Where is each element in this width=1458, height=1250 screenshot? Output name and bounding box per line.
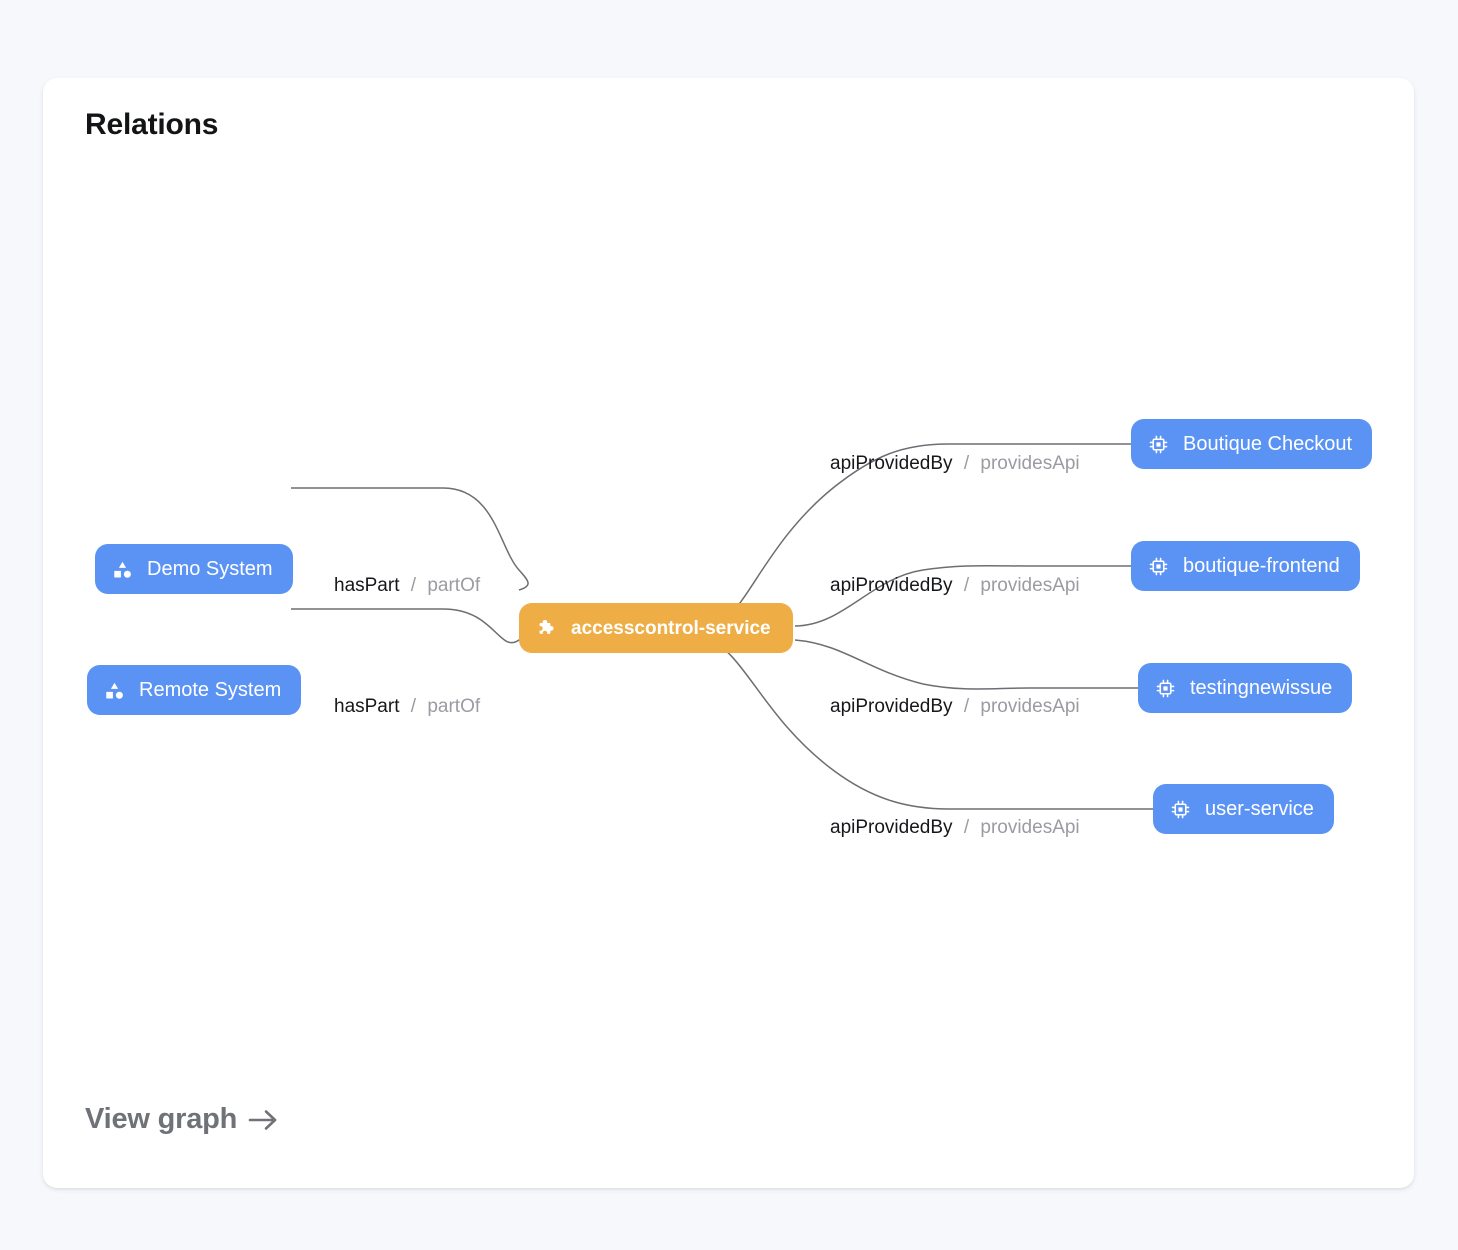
cpu-chip-icon — [1147, 433, 1169, 455]
edge-label-user-service: apiProvidedBy / providesApi — [830, 818, 1080, 837]
arrow-right-icon — [247, 1107, 279, 1133]
edge-separator: / — [963, 453, 970, 474]
edge-forward: apiProvidedBy — [830, 696, 953, 717]
edge-path-demo-system — [291, 487, 529, 591]
shapes-icon — [111, 558, 133, 580]
edge-forward: apiProvidedBy — [830, 817, 953, 838]
edge-separator: / — [410, 696, 417, 717]
edge-label-remote-system: hasPart / partOf — [334, 697, 480, 716]
cpu-chip-icon — [1169, 798, 1191, 820]
relations-graph[interactable]: Demo System Remote System — [43, 78, 1414, 1188]
edge-separator: / — [963, 817, 970, 838]
edge-separator: / — [963, 696, 970, 717]
view-graph-link[interactable]: View graph — [85, 1105, 279, 1134]
graph-node-boutique-checkout[interactable]: Boutique Checkout — [1131, 419, 1373, 469]
relations-card: Relations — [43, 78, 1414, 1188]
graph-node-user-service[interactable]: user-service — [1153, 784, 1334, 834]
edge-path-user-service — [707, 639, 1153, 810]
edge-separator: / — [410, 575, 417, 596]
edge-forward: hasPart — [334, 575, 400, 596]
edge-reverse: partOf — [427, 575, 481, 596]
edge-path-testingnewissue — [794, 639, 1138, 690]
edge-reverse: partOf — [427, 696, 481, 717]
edge-separator: / — [963, 575, 970, 596]
node-label: Boutique Checkout — [1183, 433, 1353, 455]
graph-node-accesscontrol-service[interactable]: accesscontrol-service — [519, 603, 793, 653]
node-label: accesscontrol-service — [571, 617, 771, 639]
view-graph-label: View graph — [85, 1103, 238, 1135]
edge-reverse: providesApi — [980, 817, 1080, 838]
edge-forward: apiProvidedBy — [830, 575, 953, 596]
node-label: Remote System — [139, 679, 282, 701]
edge-forward: hasPart — [334, 696, 400, 717]
cpu-chip-icon — [1147, 555, 1169, 577]
edge-forward: apiProvidedBy — [830, 453, 953, 474]
node-label: boutique-frontend — [1183, 555, 1340, 577]
cpu-chip-icon — [1154, 677, 1176, 699]
page-title: Relations — [85, 108, 219, 141]
node-label: Demo System — [147, 558, 273, 580]
puzzle-piece-icon — [535, 617, 557, 639]
graph-node-demo-system[interactable]: Demo System — [95, 544, 293, 594]
edge-label-boutique-checkout: apiProvidedBy / providesApi — [830, 454, 1080, 473]
edge-reverse: providesApi — [980, 575, 1080, 596]
graph-node-testingnewissue[interactable]: testingnewissue — [1138, 663, 1353, 713]
edge-label-boutique-frontend: apiProvidedBy / providesApi — [830, 576, 1080, 595]
edge-label-testingnewissue: apiProvidedBy / providesApi — [830, 697, 1080, 716]
edge-path-boutique-frontend — [794, 564, 1131, 627]
node-label: user-service — [1205, 798, 1314, 820]
node-label: testingnewissue — [1190, 677, 1333, 699]
edge-reverse: providesApi — [980, 453, 1080, 474]
shapes-icon — [103, 679, 125, 701]
edge-reverse: providesApi — [980, 696, 1080, 717]
edge-label-demo-system: hasPart / partOf — [334, 576, 480, 595]
edge-path-remote-system — [291, 608, 529, 644]
graph-node-boutique-frontend[interactable]: boutique-frontend — [1131, 541, 1360, 591]
graph-node-remote-system[interactable]: Remote System — [87, 665, 302, 715]
